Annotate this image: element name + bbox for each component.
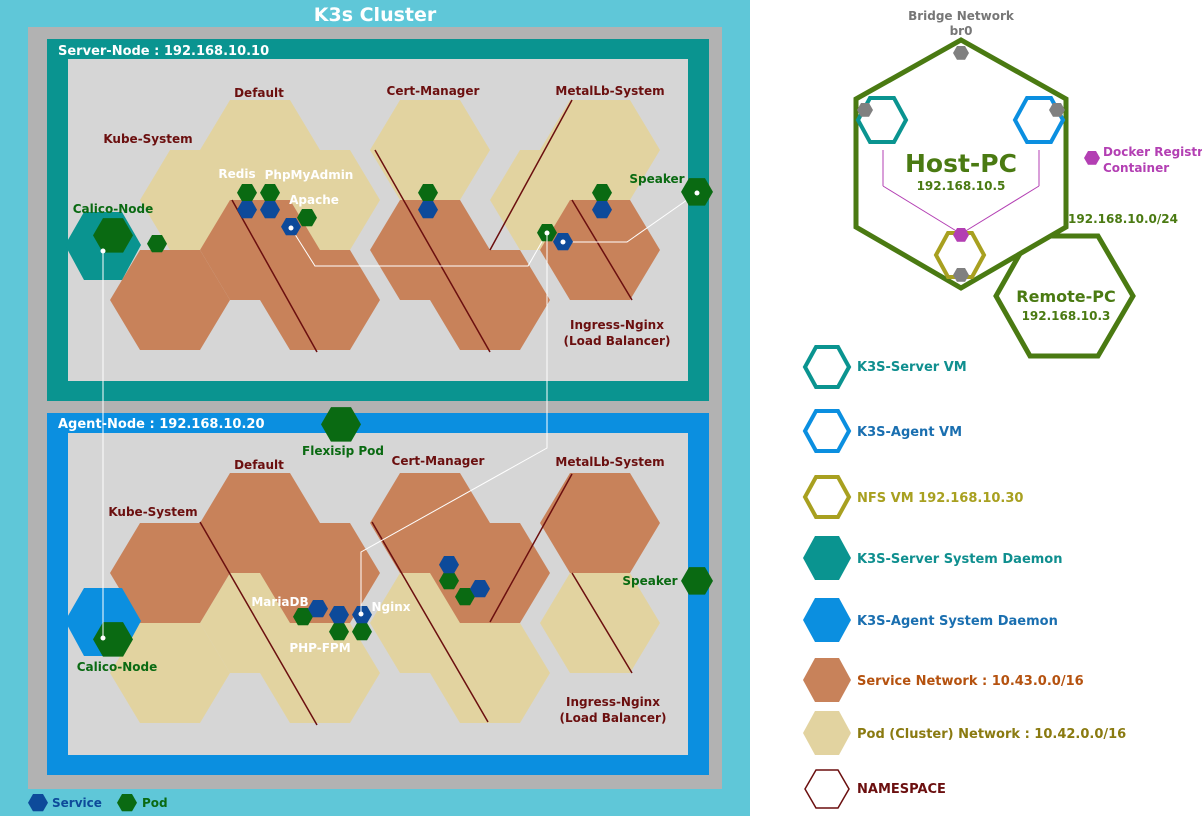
legend-agent-daemon-label: K3S-Agent System Daemon [857,614,1058,629]
host-pc-ip: 192.168.10.5 [917,179,1006,193]
ns-default: Default [234,458,284,472]
bridge-network-name: br0 [950,24,973,38]
pod-legend-label: Pod [142,796,168,810]
legend-namespace-label: NAMESPACE [857,782,946,797]
legend-server-daemon-icon [803,536,851,580]
docker-registry-label-2: Container [1103,161,1169,175]
nfs-vm-hex [933,231,987,279]
vm-links [882,150,1040,233]
legend-nfs-vm-icon [802,475,852,519]
agent-pod-labels: Calico-Node MariaDB Nginx PHP-FPM Speake… [77,574,678,674]
bridge-network-title: Bridge Network [908,9,1015,23]
remote-pc-hex [993,233,1136,359]
agent-node-title: Agent-Node : 192.168.10.20 [58,417,265,432]
server-node: Server-Node : 192.168.10.10 [47,39,713,401]
host-pc-label: Host-PC [905,149,1017,178]
legend-server-vm-label: K3S-Server VM [857,360,967,375]
server-namespace-labels: Kube-System Default Cert-Manager MetalLb… [103,84,670,348]
legend-agent-vm-label: K3S-Agent VM [857,425,962,440]
php-fpm-label: PHP-FPM [289,641,350,655]
ns-cert-manager: Cert-Manager [387,84,480,98]
nginx-label: Nginx [371,600,410,614]
legend-server-vm-icon [802,345,852,389]
server-pod-labels: Calico-Node Redis PhpMyAdmin Apache Spea… [73,167,685,216]
load-balancer-label: (Load Balancer) [564,334,671,348]
cross-node-dots [100,611,364,641]
ns-default: Default [234,86,284,100]
calico-node-label: Calico-Node [73,202,153,216]
ns-cert-manager: Cert-Manager [392,454,485,468]
legend-nfs-vm-label: NFS VM 192.168.10.30 [857,491,1023,506]
k3s-cluster: K3s Cluster Server-Node : 192.168.10.10 [0,0,750,816]
ns-kube-system: Kube-System [103,132,192,146]
subnet-label: 192.168.10.0/24 [1068,212,1178,226]
cluster-title: K3s Cluster [314,4,437,26]
calico-node-label: Calico-Node [77,660,157,674]
legend-service-network-icon [803,658,851,702]
legend-agent-vm-icon [802,409,852,453]
phpmyadmin-label: PhpMyAdmin [265,168,354,182]
legend-namespace-icon [804,769,850,809]
legend: K3S-Server VM K3S-Agent VM NFS VM 192.16… [802,345,1126,809]
docker-registry-icon [1084,151,1100,165]
load-balancer-label: (Load Balancer) [560,711,667,725]
speaker-label: Speaker [629,172,684,186]
agent-node: Agent-Node : 192.168.10.20 [47,413,713,775]
host-pc-hex [853,37,1069,291]
cluster-mini-legend: Service Pod [28,794,168,812]
apache-label: Apache [289,193,339,207]
speaker-label: Speaker [622,574,677,588]
server-namespace-lines [231,99,633,353]
docker-registry-label: Docker Registry [1103,145,1202,159]
mariadb-label: MariaDB [251,595,308,609]
server-links [290,192,698,267]
cross-node-links [102,233,548,638]
agent-service-network [110,473,660,623]
flexisip-pod-label: Flexisip Pod [302,444,384,458]
legend-server-daemon-label: K3S-Server System Daemon [857,552,1063,567]
agent-pod-network [110,573,660,723]
legend-agent-daemon-icon [803,598,851,642]
ingress-nginx-label: Ingress-Nginx [570,318,664,332]
agent-namespace-lines [199,473,633,726]
ns-metallb-system: MetalLb-System [555,84,664,98]
ns-metallb-system: MetalLb-System [555,455,664,469]
ingress-nginx-label: Ingress-Nginx [566,695,660,709]
legend-service-network-label: Service Network : 10.43.0.0/16 [857,674,1084,689]
remote-pc-label: Remote-PC [1016,287,1115,306]
remote-pc-ip: 192.168.10.3 [1022,309,1111,323]
service-legend-label: Service [52,796,102,810]
legend-pod-network-label: Pod (Cluster) Network : 10.42.0.0/16 [857,727,1126,742]
network-diagram: Bridge Network br0 Host-PC 192.168.10.5 … [853,9,1202,359]
server-node-title: Server-Node : 192.168.10.10 [58,44,269,59]
legend-pod-network-icon [803,711,851,755]
ns-kube-system: Kube-System [108,505,197,519]
redis-label: Redis [218,167,255,181]
agent-namespace-labels: Kube-System Default Cert-Manager MetalLb… [108,454,666,725]
